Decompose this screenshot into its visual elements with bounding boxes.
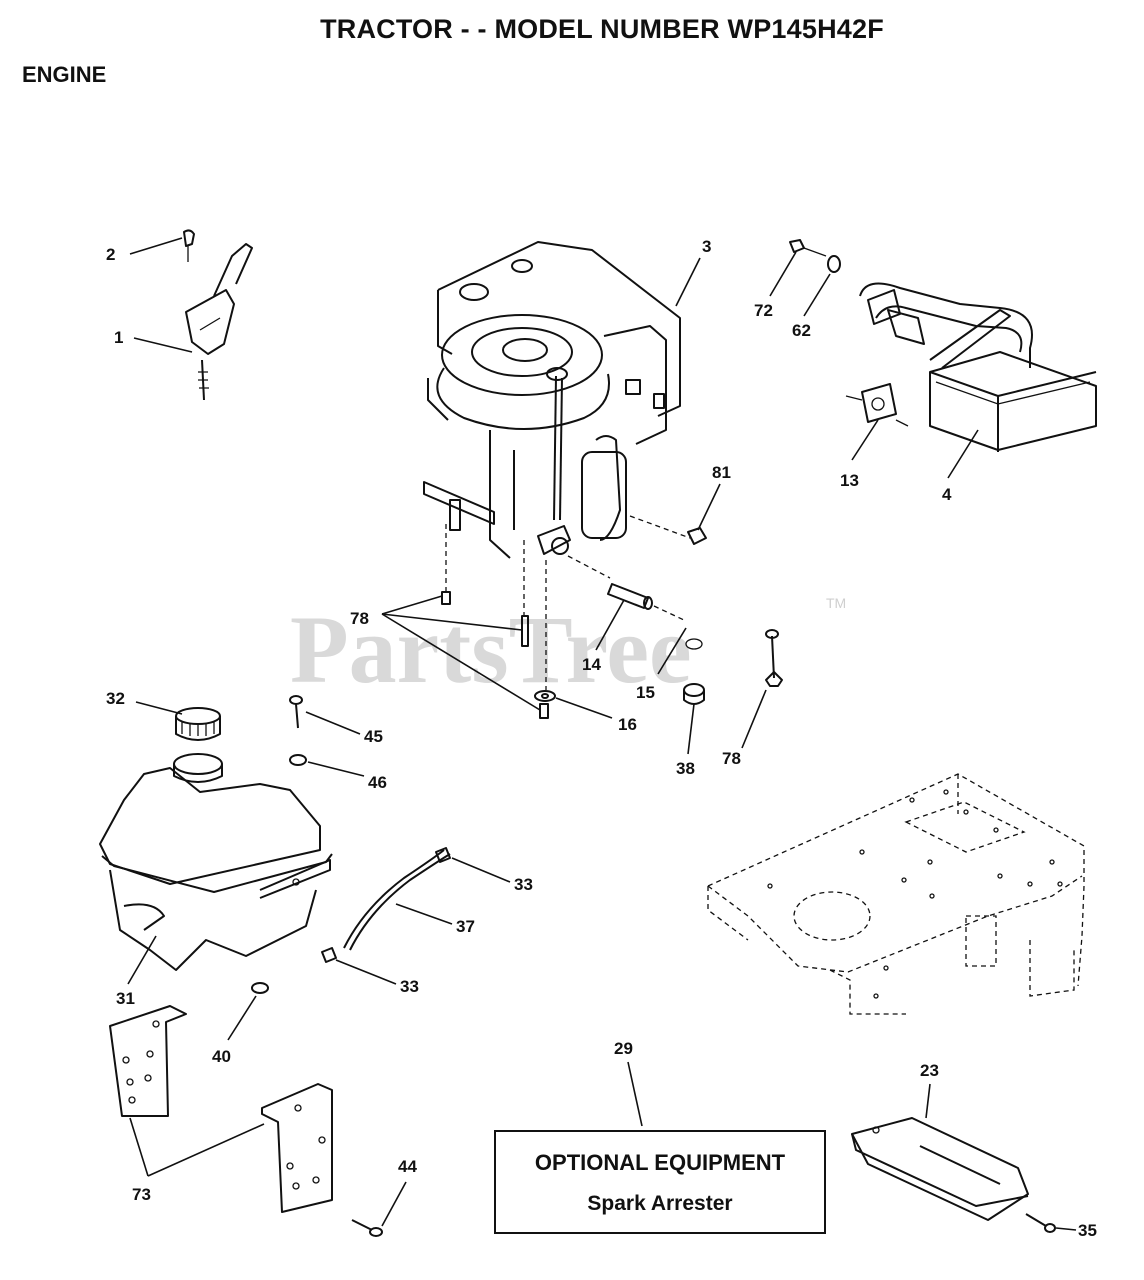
screw-35-part <box>1025 1213 1056 1233</box>
callout-38: 38 <box>676 759 695 778</box>
nut-81-part <box>687 527 707 545</box>
callout-73: 73 <box>132 1185 151 1204</box>
spacer-14-part <box>607 583 685 621</box>
fuel-cap-part <box>175 707 221 741</box>
callout-40: 40 <box>212 1047 231 1066</box>
bolt-72-part <box>789 239 827 257</box>
callout-3: 3 <box>702 237 711 256</box>
callout-14: 14 <box>582 655 601 674</box>
frame-part <box>707 773 1085 1015</box>
callout-2: 2 <box>106 245 115 264</box>
callout-37: 37 <box>456 917 475 936</box>
washer-46-part <box>289 754 307 766</box>
gasket-13-part <box>845 289 909 427</box>
callout-1: 1 <box>114 328 123 347</box>
callout-72: 72 <box>754 301 773 320</box>
callout-78-right: 78 <box>722 749 741 768</box>
screw-45-part <box>289 695 303 729</box>
callout-33-lower: 33 <box>400 977 419 996</box>
callout-32: 32 <box>106 689 125 708</box>
washer-62-part <box>827 255 841 273</box>
washer-40-part <box>251 982 269 994</box>
callout-81: 81 <box>712 463 731 482</box>
screw-44-part <box>351 1219 383 1237</box>
callout-numbers: 2 1 3 4 13 14 15 16 23 29 31 32 33 33 35… <box>106 237 1097 1240</box>
throttle-control-part <box>183 229 253 401</box>
callout-45: 45 <box>364 727 383 746</box>
callout-29: 29 <box>614 1039 633 1058</box>
leader-lines <box>127 237 1077 1231</box>
optional-equipment-title: OPTIONAL EQUIPMENT <box>534 1150 786 1175</box>
optional-equipment-box: OPTIONAL EQUIPMENT Spark Arrester <box>494 1130 826 1234</box>
callout-23: 23 <box>920 1061 939 1080</box>
callout-33-upper: 33 <box>514 875 533 894</box>
muffler-part <box>859 282 1097 452</box>
bracket-73-parts <box>109 1005 333 1213</box>
section-title: ENGINE <box>22 62 107 87</box>
watermark-tm: TM <box>826 595 846 611</box>
bolt-78-parts <box>441 591 783 719</box>
fuel-tank-part <box>99 753 333 971</box>
callout-15: 15 <box>636 683 655 702</box>
callout-78-left: 78 <box>350 609 369 628</box>
callout-16: 16 <box>618 715 637 734</box>
callout-44: 44 <box>398 1157 417 1176</box>
watermark-text: PartsTree <box>290 596 692 703</box>
callout-35: 35 <box>1078 1221 1097 1240</box>
heat-shield-part <box>851 1117 1029 1221</box>
washer-16-part <box>534 690 556 702</box>
callout-4: 4 <box>942 485 952 504</box>
page-title: TRACTOR - - MODEL NUMBER WP145H42F <box>320 14 884 44</box>
callout-62: 62 <box>792 321 811 340</box>
callout-31: 31 <box>116 989 135 1008</box>
washer-15-part <box>685 638 703 650</box>
callout-13: 13 <box>840 471 859 490</box>
engine-part <box>423 241 691 690</box>
fuel-line-part <box>321 847 451 963</box>
optional-equipment-item: Spark Arrester <box>587 1192 733 1215</box>
callout-46: 46 <box>368 773 387 792</box>
